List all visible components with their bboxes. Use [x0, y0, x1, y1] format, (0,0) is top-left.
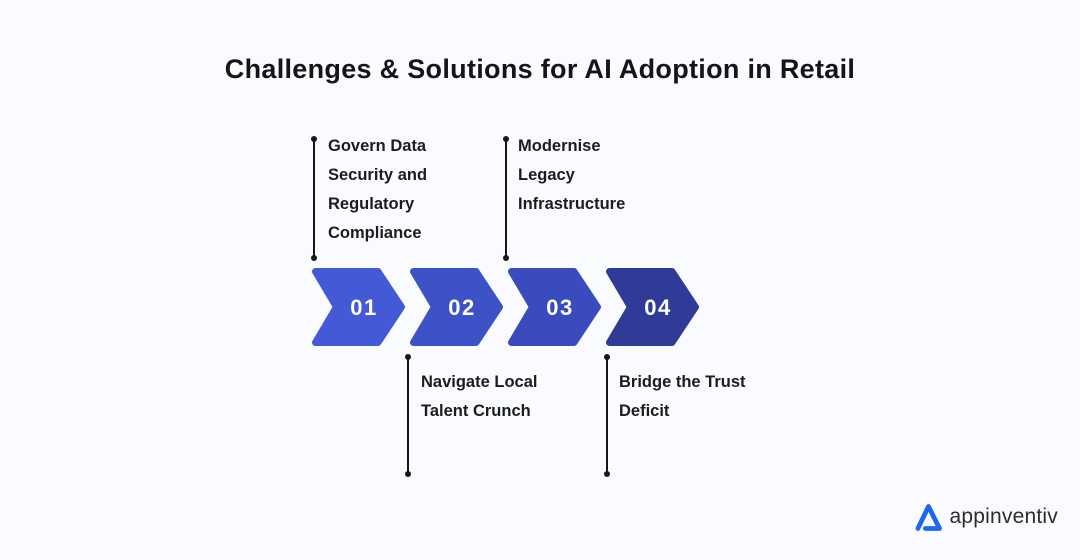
brand-wordmark: appinventiv [949, 505, 1058, 528]
chevron-arrow-icon: 01 [312, 268, 405, 346]
step-04-number: 04 [644, 295, 671, 320]
step-02-arrow: 02 [410, 268, 506, 346]
step-03-arrow: 03 [508, 268, 604, 346]
step-04-arrow: 04 [606, 268, 702, 346]
chevron-arrow-icon: 03 [508, 268, 601, 346]
step-02-label: Navigate Local Talent Crunch [421, 373, 538, 420]
step-02-number: 02 [448, 295, 475, 320]
chevron-arrow-icon: 04 [606, 268, 699, 346]
step-03-number: 03 [546, 295, 573, 320]
appinventiv-triangle-icon [915, 504, 942, 531]
step-04-label: Bridge the Trust Deficit [619, 373, 746, 420]
step-01-number: 01 [350, 295, 377, 320]
step-01-label: Govern Data Security and Regulatory Comp… [328, 137, 428, 242]
connector-line [606, 357, 608, 474]
connector-dot [311, 255, 317, 261]
connector-line [313, 139, 315, 258]
connector-step-02 [404, 354, 412, 477]
connector-dot [604, 471, 610, 477]
connector-step-04 [603, 354, 611, 477]
connector-line [505, 139, 507, 258]
connector-step-03 [502, 136, 510, 261]
step-03-label: Modernise Legacy Infrastructure [518, 137, 626, 213]
brand-logo: appinventiv [912, 500, 1058, 534]
connector-step-01 [310, 136, 318, 261]
chevron-arrow-icon: 02 [410, 268, 503, 346]
connector-line [407, 357, 409, 474]
page-title: Challenges & Solutions for AI Adoption i… [224, 54, 856, 84]
connector-dot [503, 255, 509, 261]
connector-dot [405, 471, 411, 477]
step-01-arrow: 01 [312, 268, 408, 346]
